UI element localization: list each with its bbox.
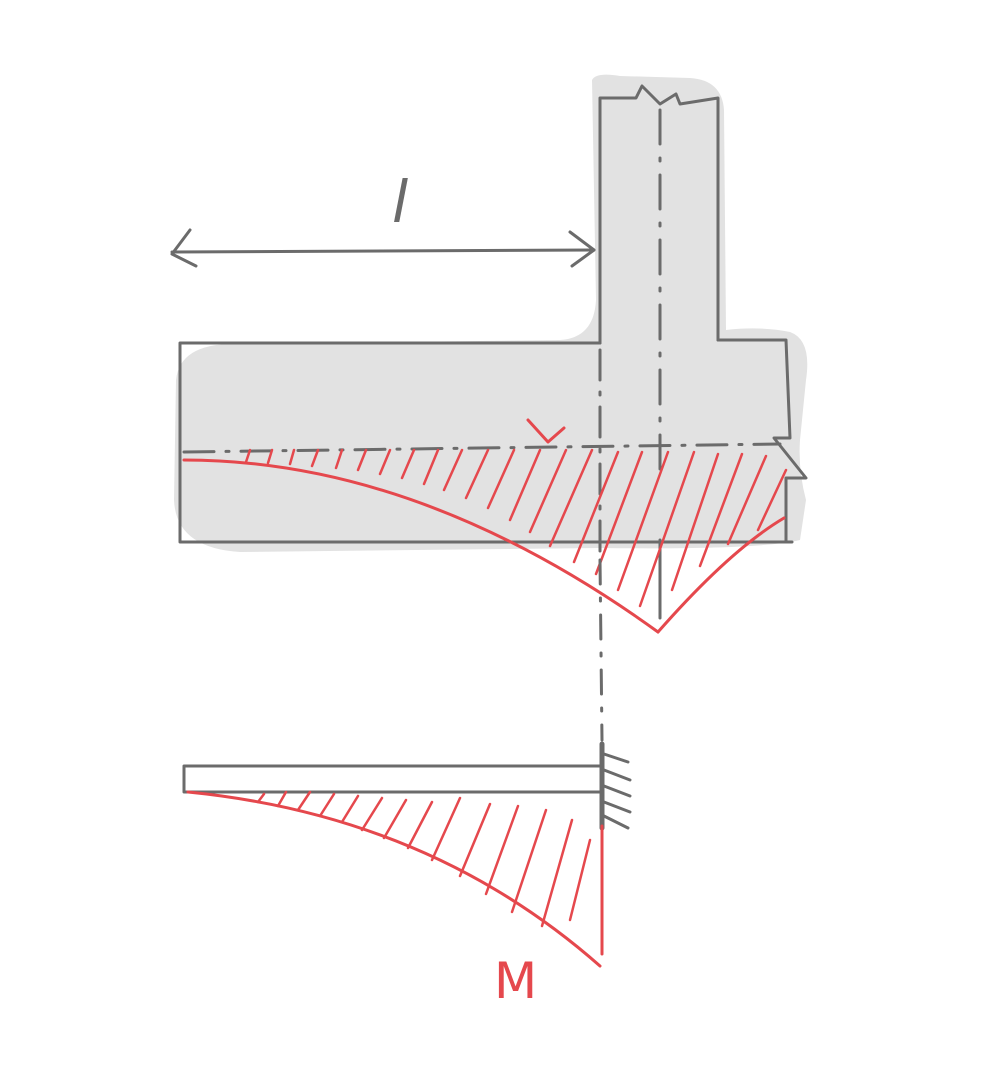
- arrow-right-icon: [568, 230, 596, 268]
- slab-moment-curve-left: [182, 458, 660, 634]
- projection-line: [598, 558, 604, 742]
- fixed-support-hatch-icon: [602, 752, 632, 830]
- slab-moment-curve-right: [656, 516, 786, 634]
- cantilever-beam: [182, 764, 602, 794]
- arrow-left-icon: [170, 228, 198, 268]
- cantilever-moment-curve: [186, 790, 602, 968]
- moment-tick-icon: [526, 418, 566, 444]
- slab-moment-diagram: [182, 418, 788, 634]
- slab-outline: [178, 341, 794, 544]
- concrete-fill: [174, 74, 808, 553]
- moment-label: M: [494, 952, 537, 1010]
- cantilever-moment-diagram: M: [186, 790, 604, 1010]
- column-outline: [598, 84, 720, 345]
- cantilever-moment-hatching: [256, 790, 592, 928]
- span-label: l: [392, 168, 408, 236]
- slab-axis-line: [182, 442, 782, 454]
- span-dimension-line: [170, 248, 596, 254]
- slab-break-line: [716, 338, 808, 544]
- structure-detail: l: [170, 74, 808, 742]
- slab-moment-hatching: [244, 448, 788, 608]
- cantilever-model: M: [182, 741, 632, 1010]
- span-dimension: l: [170, 168, 596, 268]
